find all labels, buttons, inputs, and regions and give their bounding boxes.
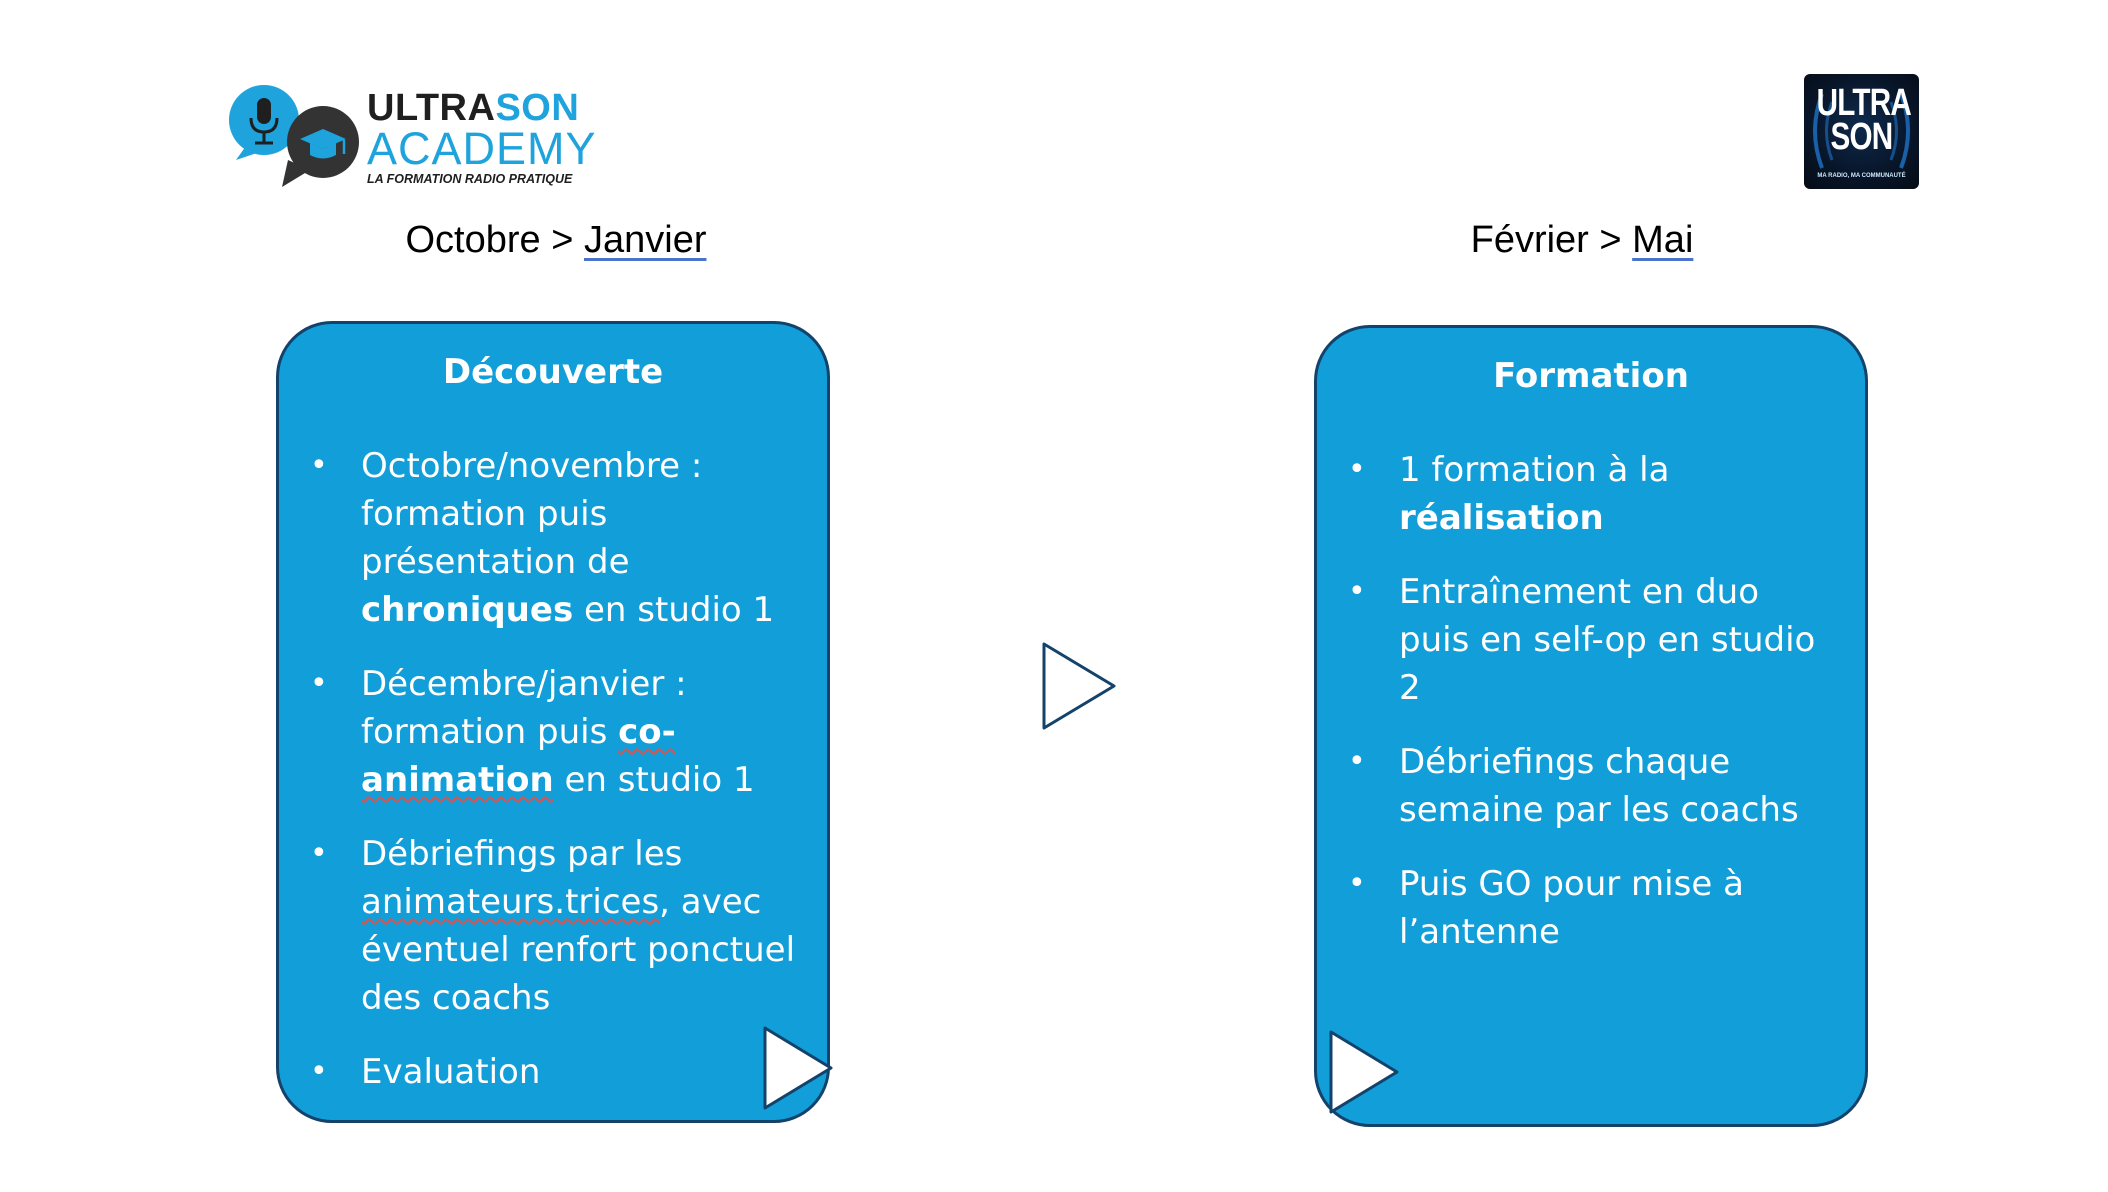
item-text: 1 formation à la [1399,450,1670,490]
item-text: , avec éventuel renfort ponctuel des coa… [361,882,796,1018]
logo-word-academy: ACADEMY [367,123,597,174]
item-text: en studio 1 [553,760,755,800]
card-title-formation: Formation [1493,356,1689,396]
item-text: Puis GO pour mise à l’antenne [1399,864,1744,952]
item-text: Décembre/janvier : formation puis [361,664,687,752]
item-text: Evaluation [361,1052,541,1092]
station-logo-tagline: MA RADIO, MA COMMUNAUTÉ [1817,173,1906,179]
item-text: Débriefings par les [361,834,683,874]
logo-bubbles-icon [229,85,359,187]
period-left-to: Janvier [583,219,707,261]
period-heading-left: Octobre > Janvier [396,219,716,262]
item-text: Octobre/novembre : formation puis présen… [361,446,703,582]
play-triangle-icon [763,1026,833,1110]
period-left-separator: > [540,219,584,261]
list-item: • Puis GO pour mise à l’antenne [1317,860,1865,956]
bullet-icon: • [1348,574,1366,609]
station-logo-line1: ULTRA [1816,82,1912,124]
next-step-arrow-icon [1042,642,1116,730]
card-decouverte-list: • Octobre/novembre : formation puis prése… [279,442,827,1122]
period-left-from: Octobre [405,219,541,261]
period-heading-right: Février > Mai [1462,219,1702,262]
list-item: • Décembre/janvier : formation puis co-an… [279,660,827,804]
card-decouverte: Découverte • Octobre/novembre : formation… [276,321,833,1123]
play-triangle-icon [1329,1030,1399,1114]
card-formation: Formation • 1 formation à la réalisation … [1314,325,1868,1127]
bullet-icon: • [310,666,328,701]
bullet-icon: • [310,1054,328,1089]
list-item: • Evaluation [279,1048,827,1096]
list-item: • Débriefings chaque semaine par les coac… [1317,738,1865,834]
logo-word-son: SON [495,87,580,129]
list-item: • Entraînement en duo puis en self-op en … [1317,568,1865,712]
microphone-icon [249,98,279,145]
bullet-icon: • [1348,744,1366,779]
graduation-cap-icon [300,129,346,159]
logo-tagline: LA FORMATION RADIO PRATIQUE [367,172,573,186]
bullet-icon: • [1348,866,1366,901]
card-title-decouverte: Découverte [442,352,664,392]
sound-wave-icon [1813,93,1910,169]
station-logo-line2: SON [1830,116,1894,158]
card-formation-list: • 1 formation à la réalisation • Entraînem… [1317,446,1865,982]
list-item: • Débriefings par les animateurs.trices, … [279,830,827,1022]
period-right-to: Mai [1632,219,1694,261]
item-emphasis: réalisation [1399,498,1604,538]
academy-logo-text: ULTRASON ACADEMY LA FORMATION RADIO PRAT… [367,88,597,188]
bullet-icon: • [1348,452,1366,487]
item-text: en studio 1 [573,590,775,630]
logo-word-ultra: ULTRA [367,87,496,129]
item-spellcheck-word: animateurs.trices [361,882,660,922]
period-right-from: Février [1470,219,1589,261]
period-right-separator: > [1588,219,1633,261]
bullet-icon: • [310,836,328,871]
item-emphasis: chroniques [361,590,574,630]
item-text: Entraînement en duo puis en self-op en s… [1399,572,1816,708]
item-emphasis: co-animation [361,712,676,800]
item-text: Débriefings chaque semaine par les coach… [1399,742,1799,830]
academy-logo-title: ULTRASON [367,88,597,128]
ultrason-academy-logo: ULTRASON ACADEMY LA FORMATION RADIO PRAT… [226,82,596,192]
list-item: • Octobre/novembre : formation puis prése… [279,442,827,634]
bullet-icon: • [310,448,328,483]
list-item: • 1 formation à la réalisation [1317,446,1865,542]
ultrason-station-logo: ULTRA SON MA RADIO, MA COMMUNAUTÉ [1804,74,1919,189]
